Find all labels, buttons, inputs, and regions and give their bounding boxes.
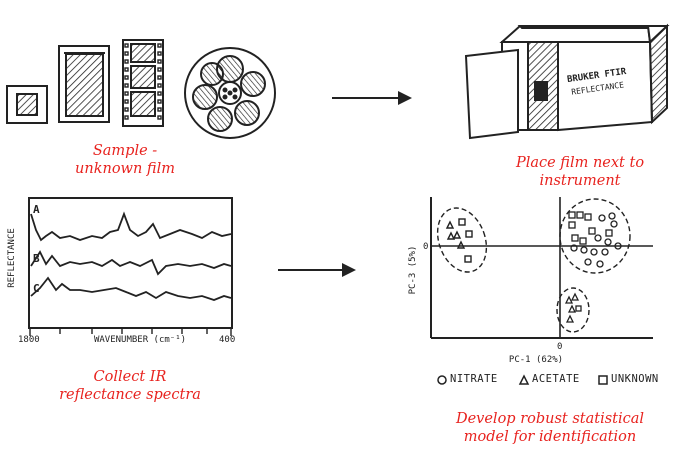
curve-label-a: A: [33, 203, 40, 216]
curve-label-b: B: [33, 252, 40, 265]
caption-place-film-line1: Place film next to: [515, 155, 645, 171]
legend-unknown: UNKNOWN: [611, 373, 659, 385]
legend-nitrate: NITRATE: [450, 373, 498, 385]
film-slide-medium: [58, 45, 110, 123]
caption-collect-spectra-line1: Collect IR: [93, 369, 167, 385]
caption-sample-line2: unknown film: [75, 161, 175, 177]
caption-statistical-model: Develop robust statistical model for ide…: [430, 410, 670, 446]
cluster-ellipse: [559, 198, 631, 274]
pca-plot: [430, 197, 653, 339]
legend-acetate: ACETATE: [532, 373, 580, 385]
spectra-x-start: 1800: [18, 335, 40, 345]
spectra-ylabel: REFLECTANCE: [7, 228, 17, 288]
spectra-x-end: 400: [219, 335, 235, 345]
caption-sample-line1: Sample -: [92, 143, 158, 159]
pca-xlabel: PC-1 (62%): [509, 355, 563, 365]
spectra-plot: [28, 197, 233, 336]
spectrum-curve-c: [30, 276, 232, 301]
caption-sample: Sample - unknown film: [40, 142, 210, 178]
caption-statistical-model-line1: Develop robust statistical: [455, 411, 645, 427]
legend-symbols: [437, 374, 608, 385]
spectrum-curve-b: [30, 250, 232, 276]
ftir-instrument-illustration: [464, 23, 670, 140]
caption-statistical-model-line2: model for identification: [463, 429, 637, 445]
caption-collect-spectra: Collect IR reflectance spectra: [30, 368, 230, 404]
curve-label-c: C: [33, 282, 40, 295]
pca-ylabel: PC-3 (5%): [408, 246, 418, 295]
pca-origin-y: 0: [423, 242, 428, 252]
cluster-ellipse: [436, 207, 488, 273]
film-reel: [184, 47, 276, 139]
film-samples-illustration: [6, 39, 276, 139]
caption-place-film: Place film next to instrument: [480, 154, 680, 190]
arrow-right-icon: [278, 263, 356, 277]
arrow-right-icon: [332, 91, 412, 105]
film-strip: [122, 39, 164, 127]
acetate-marker-icon: [518, 374, 530, 385]
unknown-marker-icon: [598, 375, 608, 385]
caption-collect-spectra-line2: reflectance spectra: [59, 387, 201, 403]
cluster-ellipse: [556, 287, 590, 333]
nitrate-marker-icon: [437, 375, 447, 385]
spectrum-curve-a: [30, 211, 232, 242]
pca-origin-x: 0: [557, 342, 562, 352]
film-slide-small: [6, 85, 48, 124]
caption-place-film-line2: instrument: [539, 173, 621, 189]
spectra-xlabel: WAVENUMBER (cm⁻¹): [94, 335, 186, 345]
